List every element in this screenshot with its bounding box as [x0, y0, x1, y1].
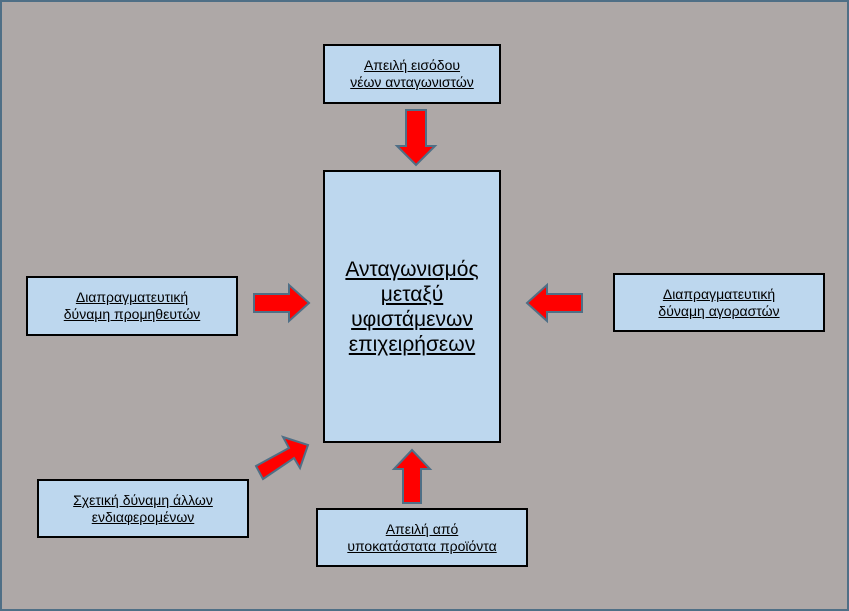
supplier-power-line-2: δύναμη προμηθευτών: [63, 306, 201, 322]
box-supplier-power: Διαπραγματευτική δύναμη προμηθευτών: [26, 276, 238, 336]
box-new-entrants: Απειλή εισόδου νέων ανταγωνιστών: [323, 44, 501, 104]
other-stakeholders-line-1: Σχετική δύναμη άλλων: [73, 491, 213, 508]
arrow-down-top: [394, 109, 438, 167]
other-stakeholders-line-2: ενδιαφερομένων: [91, 508, 195, 525]
center-label-line-3: υφιστάμενων: [351, 307, 473, 331]
center-box-rivalry: Ανταγωνισμός μεταξύ υφιστάμενων επιχειρή…: [323, 170, 501, 443]
box-other-stakeholders: Σχετική δύναμη άλλων ενδιαφερομένων: [37, 479, 249, 538]
supplier-power-line-1: Διαπραγματευτική: [75, 289, 189, 305]
center-label-line-1: Ανταγωνισμός: [345, 257, 479, 281]
buyer-power-line-2: δύναμη αγοραστών: [658, 302, 780, 319]
arrow-up-bottom: [391, 448, 433, 504]
center-label-line-4: επιχειρήσεων: [348, 332, 476, 356]
arrow-right-left: [253, 282, 311, 324]
center-label-line-2: μεταξύ: [380, 282, 444, 306]
arrow-left-right: [525, 282, 583, 324]
arrow-diagonal-bottom-left: [254, 435, 310, 481]
new-entrants-line-1: Απειλή εισόδου: [363, 57, 461, 73]
box-buyer-power: Διαπραγματευτική δύναμη αγοραστών: [613, 273, 825, 332]
box-substitutes: Απειλή από υποκατάστατα προϊόντα: [316, 508, 528, 567]
new-entrants-line-2: νέων ανταγωνιστών: [350, 74, 474, 90]
buyer-power-line-1: Διαπραγματευτική: [662, 285, 776, 302]
substitutes-line-2: υποκατάστατα προϊόντα: [347, 537, 497, 554]
substitutes-line-1: Απειλή από: [385, 520, 459, 537]
